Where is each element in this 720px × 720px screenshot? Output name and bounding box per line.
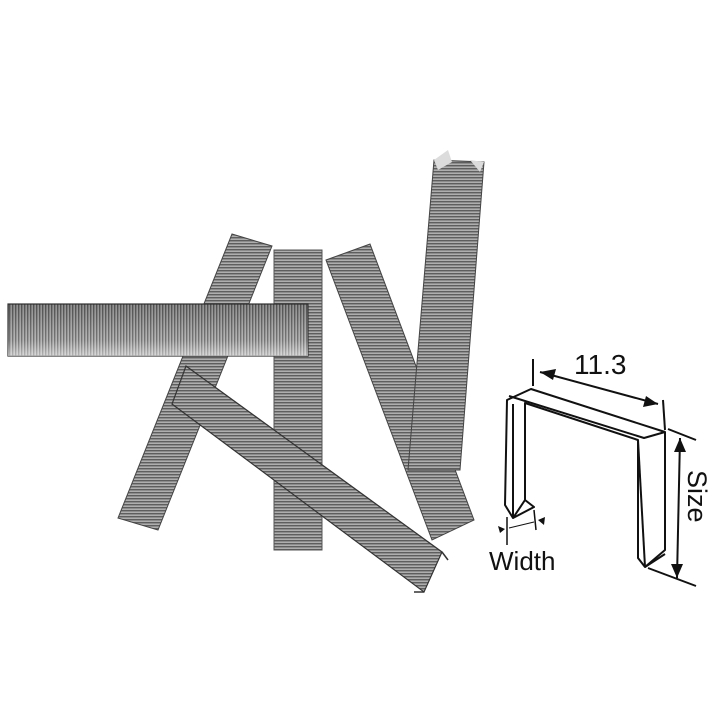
size-dimension-label: Size	[682, 470, 712, 523]
staple-dimension-diagram	[498, 359, 697, 587]
length-dimension-label: 11.3	[574, 349, 626, 380]
staple-strip-upright	[407, 150, 485, 471]
width-dimension-label: Width	[489, 546, 555, 576]
staple-strip-horizontal	[7, 303, 309, 357]
staple-strip-diagonal-front	[171, 365, 449, 593]
